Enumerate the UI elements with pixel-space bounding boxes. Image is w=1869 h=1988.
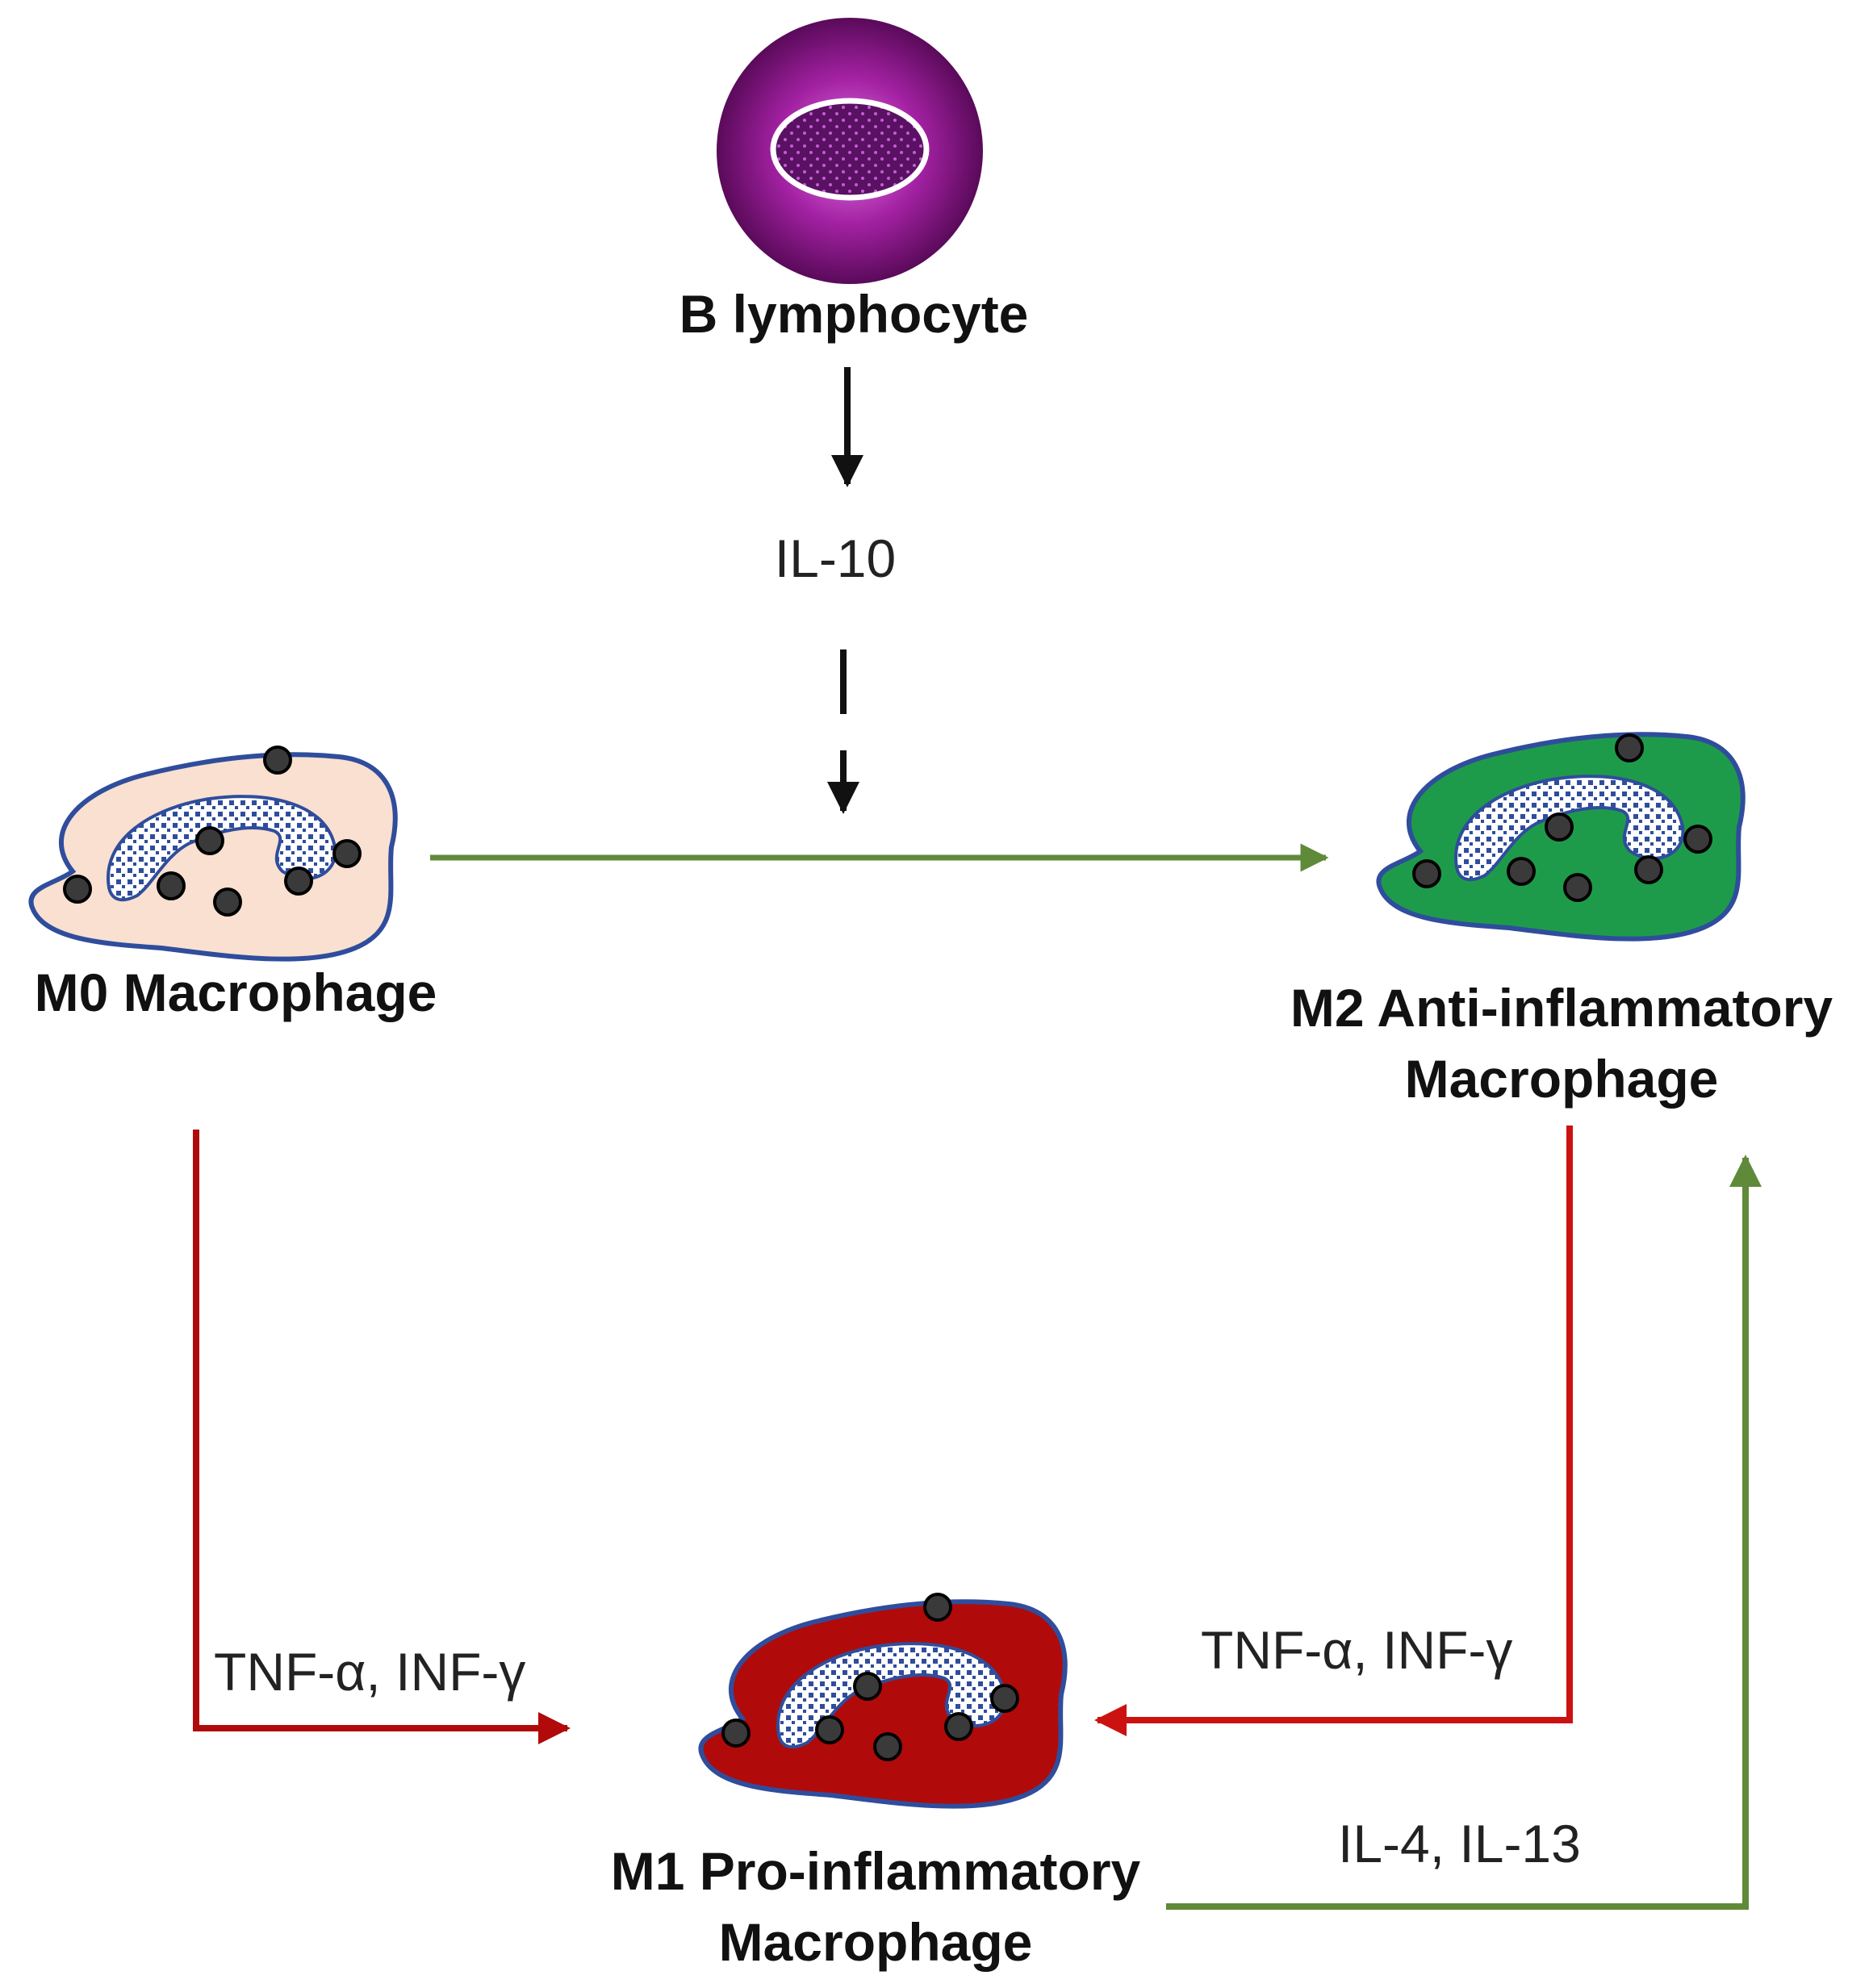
m2-to-m1-arrow: [1094, 1126, 1573, 1736]
m1-macrophage-label-line1: M1 Pro-inflammatory: [611, 1841, 1141, 1901]
m2-macrophage-icon: [1376, 732, 1746, 942]
b-lymphocyte-label: B lymphocyte: [679, 284, 1029, 344]
m2-macrophage-label-line2: Macrophage: [1405, 1049, 1719, 1109]
m0-macrophage-label: M0 Macrophage: [35, 963, 437, 1022]
b-lymphocyte-icon: [717, 18, 983, 284]
m0-to-m1-arrow: [193, 1130, 571, 1744]
m0-to-m1-signal-label: TNF-α, INF-γ: [214, 1642, 525, 1702]
m1-macrophage-label-line2: Macrophage: [719, 1912, 1033, 1972]
m1-macrophage-icon: [698, 1593, 1068, 1809]
m0-macrophage-icon: [28, 746, 398, 962]
il10-label: IL-10: [775, 528, 896, 588]
m2-to-m1-signal-label: TNF-α, INF-γ: [1201, 1620, 1512, 1680]
m1-to-m2-arrow: [1166, 1155, 1762, 1910]
m1-to-m2-signal-label: IL-4, IL-13: [1338, 1814, 1581, 1873]
m2-macrophage-label-line1: M2 Anti-inflammatory: [1290, 978, 1833, 1038]
